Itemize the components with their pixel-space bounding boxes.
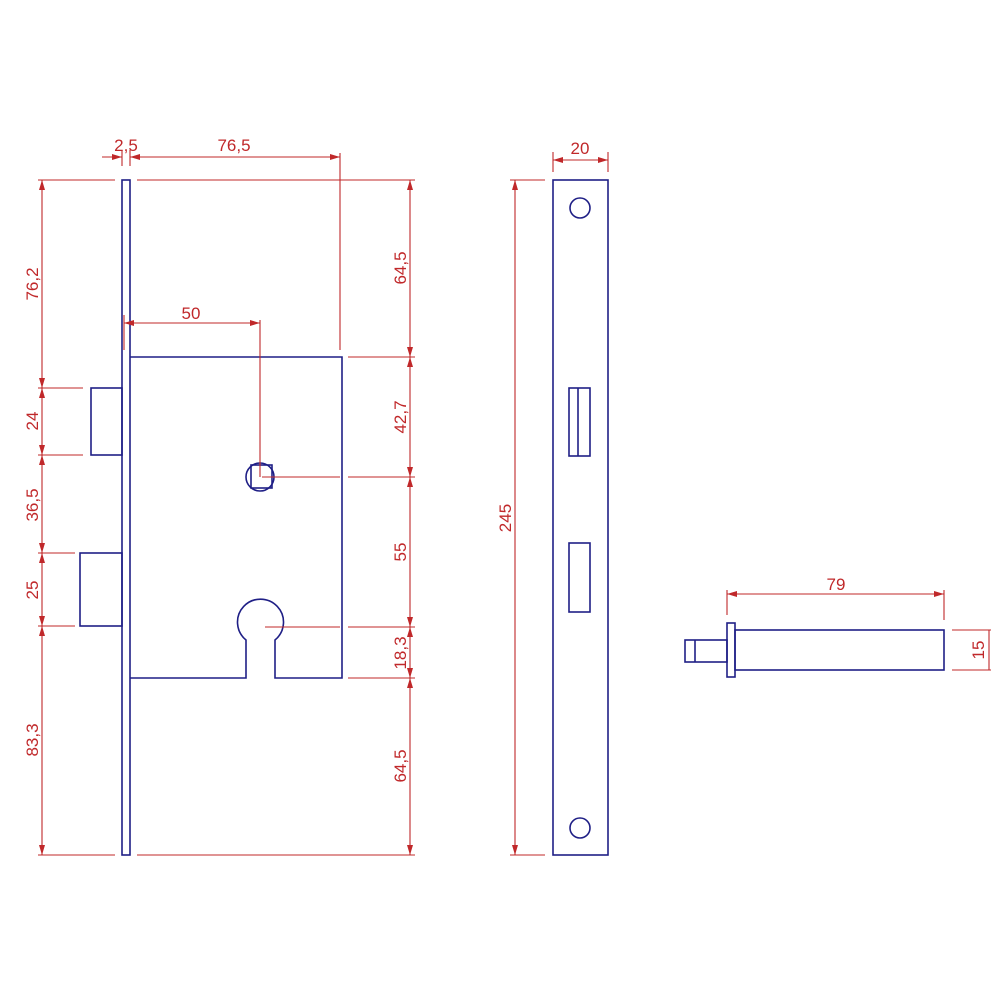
dim-left-5: 83,3 [23, 723, 42, 756]
pin-view: 79 15 [684, 575, 991, 678]
pin-flange [726, 622, 736, 678]
dim-pin-diameter: 15 [969, 641, 988, 660]
pin-stub [684, 639, 728, 663]
dim-right-3: 55 [391, 543, 410, 562]
dim-faceplate-thickness: 2,5 [114, 136, 138, 155]
screw-hole-top [569, 197, 591, 219]
dim-side-width: 20 [571, 139, 590, 158]
dim-pin-length: 79 [827, 575, 846, 594]
dim-side-height: 245 [496, 504, 515, 532]
dim-case-depth: 76,5 [217, 136, 250, 155]
dim-left-4: 25 [23, 581, 42, 600]
deadbolt-slot [568, 542, 591, 613]
dim-left-1: 76,2 [23, 267, 42, 300]
latch-slot [568, 387, 591, 457]
side-view: 20 245 [496, 139, 609, 856]
pin-body [734, 629, 945, 671]
front-view: 2,5 76,5 50 76,2 24 36,5 25 83,3 [23, 136, 415, 856]
screw-hole-bottom [569, 817, 591, 839]
dim-right-1: 64,5 [391, 251, 410, 284]
dim-left-2: 24 [23, 412, 42, 431]
latch-bolt [90, 387, 123, 456]
dim-left-3: 36,5 [23, 488, 42, 521]
dim-right-2: 42,7 [391, 400, 410, 433]
faceplate [121, 179, 131, 856]
lock-case-with-keyhole [130, 356, 343, 679]
dim-backset: 50 [182, 304, 201, 323]
dim-right-5: 64,5 [391, 749, 410, 782]
dead-bolt [79, 552, 123, 627]
dim-right-4: 18,3 [391, 636, 410, 669]
faceplate-front [552, 179, 609, 856]
